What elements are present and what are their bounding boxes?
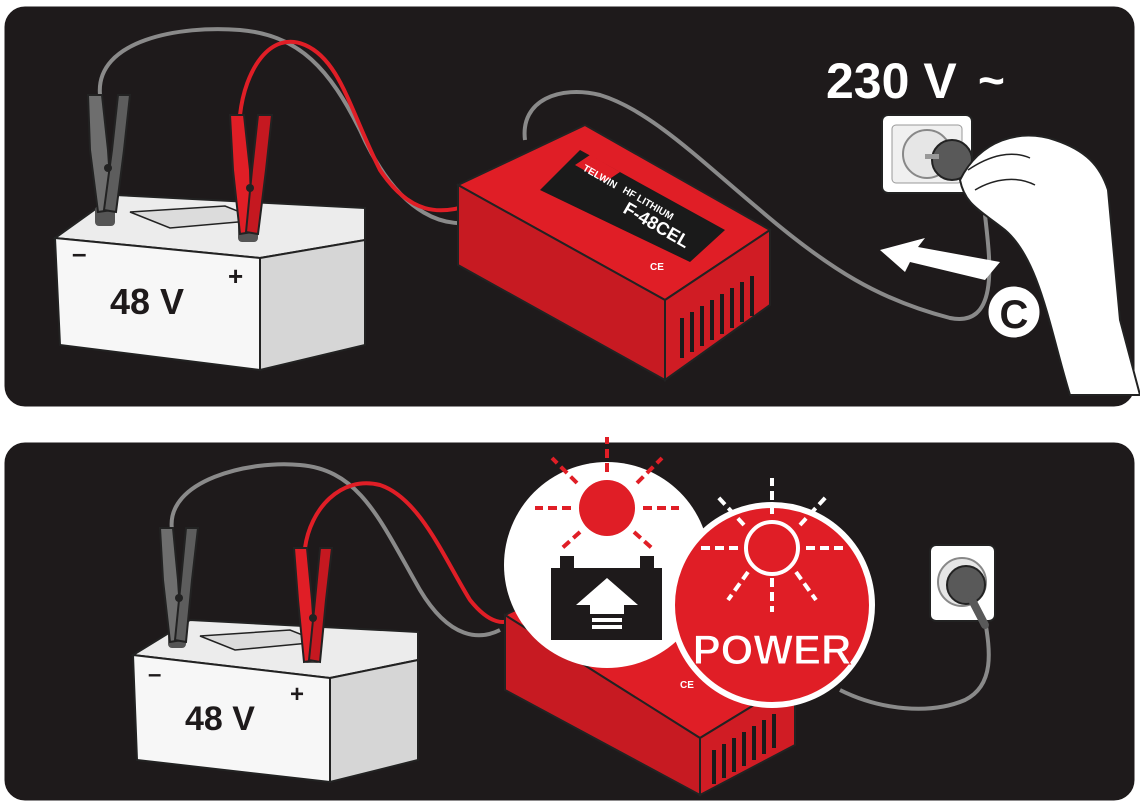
hand-icon: [958, 134, 1140, 396]
charger-ce-mark: CE: [650, 262, 664, 273]
battery-icon: [52, 193, 366, 372]
red-cable-bottom: [303, 481, 517, 624]
battery-plus: +: [290, 681, 304, 708]
mains-voltage-label: 230 V: [826, 53, 957, 109]
mains-cable: [522, 90, 992, 321]
clamp-black-icon: [158, 527, 200, 644]
charger-ce-mark: CE: [680, 680, 694, 691]
plug-icon: [925, 139, 973, 181]
black-cable-bottom: [169, 462, 501, 638]
plug-icon: [946, 565, 989, 629]
battery-minus: –: [148, 661, 161, 688]
arrow-icon: [880, 238, 1000, 280]
clamp-red-icon: [228, 114, 274, 236]
clamp-black-icon: [86, 94, 132, 214]
charger-icon: [455, 123, 772, 382]
power-label: POWER: [693, 626, 852, 673]
step-badge: [985, 283, 1043, 341]
battery-voltage-label: 48 V: [185, 700, 255, 738]
battery-voltage-label: 48 V: [110, 281, 184, 322]
black-cable: [97, 27, 481, 226]
charge-indicator-icon: [504, 437, 710, 668]
step-letter: C: [1000, 293, 1029, 337]
battery-plus: +: [228, 261, 243, 291]
red-cable: [238, 39, 471, 213]
ac-symbol: ~: [978, 54, 1005, 106]
power-indicator-icon: [669, 478, 875, 708]
mains-cable-bottom: [839, 619, 991, 711]
bottom-panel: – + 48 V: [1, 437, 1138, 804]
top-panel: – + 48 V: [1, 3, 1140, 410]
battery-minus: –: [72, 238, 86, 268]
battery-icon: [130, 618, 419, 784]
clamp-red-icon: [292, 547, 334, 664]
